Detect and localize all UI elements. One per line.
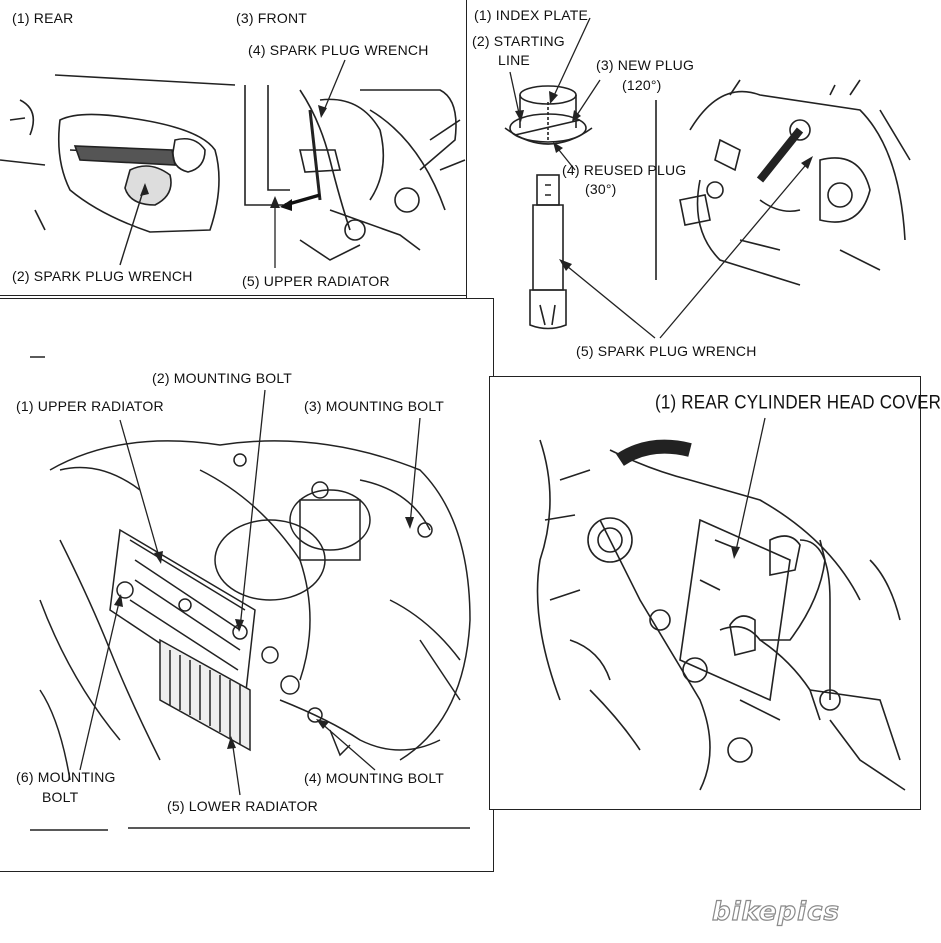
label-upper-radiator: (1) UPPER RADIATOR — [16, 398, 164, 414]
label-rear-cylinder-head-cover: (1) REAR CYLINDER HEAD COVER — [655, 391, 941, 413]
label-starting-line-2: LINE — [498, 52, 530, 68]
label-mounting-6-line2: BOLT — [42, 789, 79, 805]
label-lower-radiator: (5) LOWER RADIATOR — [167, 798, 318, 814]
label-index-plate: (1) INDEX PLATE — [474, 7, 588, 23]
bikepics-watermark: bikepics — [711, 896, 840, 927]
label-upper-radiator-front: (5) UPPER RADIATOR — [242, 273, 390, 289]
label-reused-plug-1: (4) REUSED PLUG — [562, 162, 687, 178]
label-mounting-bolt-3: (3) MOUNTING BOLT — [304, 398, 445, 414]
label-mounting-bolt-4: (4) MOUNTING BOLT — [304, 770, 445, 786]
panel-cylinder-head — [489, 376, 921, 810]
label-new-plug-2: (120°) — [622, 77, 662, 93]
label-spark-plug-wrench-2: (2) SPARK PLUG WRENCH — [12, 268, 193, 284]
panel-index-plate — [466, 0, 927, 364]
label-mounting-6-line1: (6) MOUNTING — [16, 769, 116, 785]
label-rear: (1) REAR — [12, 10, 74, 26]
label-starting-line-1: (2) STARTING — [472, 33, 565, 49]
label-spark-plug-wrench-4: (4) SPARK PLUG WRENCH — [248, 42, 429, 58]
label-spark-plug-wrench-5: (5) SPARK PLUG WRENCH — [576, 343, 757, 359]
label-front: (3) FRONT — [236, 10, 308, 26]
label-mounting-bolt-2: (2) MOUNTING BOLT — [152, 370, 293, 386]
label-new-plug-1: (3) NEW PLUG — [596, 57, 695, 73]
label-reused-plug-2: (30°) — [585, 181, 617, 197]
